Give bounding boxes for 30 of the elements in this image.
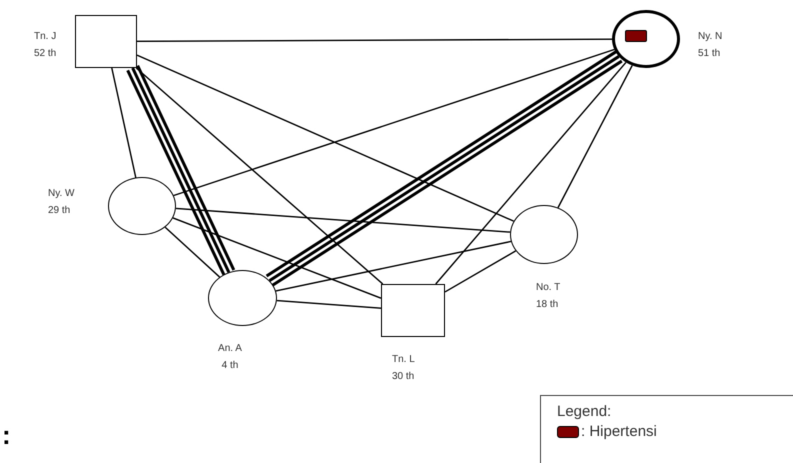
connector-line — [444, 250, 516, 293]
age-label: 52 th — [34, 47, 58, 61]
connector-line — [557, 65, 633, 208]
connector-line — [172, 217, 382, 299]
person-name: Ny. N — [698, 30, 724, 44]
person-name: Tn. L — [392, 353, 416, 367]
connector-line — [136, 67, 384, 285]
person-name: Tn. J — [34, 30, 58, 44]
connector-line — [136, 54, 514, 222]
person-name: No. T — [536, 281, 562, 295]
age-label: 29 th — [48, 204, 72, 218]
age-label: 18 th — [536, 298, 560, 312]
connector-line — [173, 48, 615, 196]
age-label: 4 th — [220, 359, 240, 373]
connector-line — [176, 208, 510, 233]
colon-mark: : — [2, 420, 11, 450]
connector-line — [276, 240, 512, 292]
person-name: An. A — [217, 342, 243, 356]
connector-line — [435, 62, 626, 284]
connector-line — [137, 38, 612, 42]
connector-line — [164, 226, 220, 278]
age-label: 30 th — [392, 370, 416, 384]
person-name: Ny. W — [48, 187, 76, 201]
legend-title: Legend: — [557, 402, 612, 422]
age-label: 51 th — [698, 47, 722, 61]
connector-line — [276, 300, 382, 309]
connector-line — [265, 50, 624, 287]
connector-line — [126, 64, 236, 276]
connector-line — [111, 68, 136, 178]
legend-label: : Hipertensi — [581, 422, 657, 442]
